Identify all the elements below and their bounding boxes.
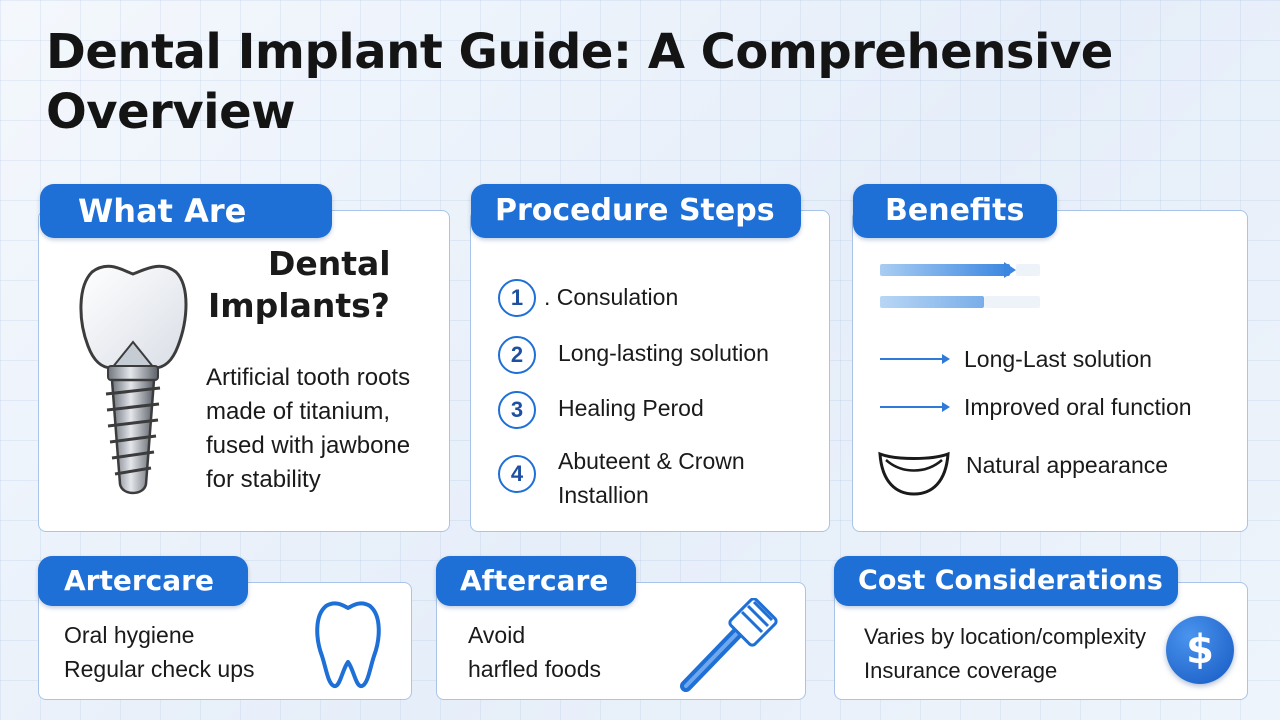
step-number-3: 3 (498, 391, 536, 429)
smile-icon (878, 451, 950, 496)
what-are-desc-line4: for stability (206, 466, 321, 493)
what-are-subtitle-line1: Dental (268, 244, 391, 283)
step-label-3: Healing Perod (558, 395, 704, 421)
cost-header: Cost Considerations (834, 556, 1178, 606)
aftercare-2-header: Aftercare (436, 556, 636, 606)
toothbrush-icon (680, 598, 778, 692)
procedure-header: Procedure Steps (471, 184, 801, 238)
what-are-card (38, 210, 450, 532)
benefit-bar-2-track (984, 296, 1040, 308)
arrow-icon (880, 402, 950, 412)
step-number-4: 4 (498, 455, 536, 493)
cost-item-1: Varies by location/complexity (864, 624, 1147, 649)
step-label-4-line1: Abuteent & Crown (558, 448, 745, 474)
what-are-desc-line1: Artificial tooth roots (206, 364, 411, 391)
benefit-item-3: Natural appearance (966, 452, 1169, 478)
step-label-1: . Consulation (544, 284, 679, 310)
arrow-icon (880, 354, 950, 364)
aftercare-1-item-2: Regular check ups (64, 656, 255, 682)
step-label-4-line2: Installion (558, 482, 649, 508)
dollar-sign: $ (1186, 627, 1214, 673)
aftercare-1-item-1: Oral hygiene (64, 622, 195, 648)
aftercare-2-item-1: Avoid (468, 622, 526, 648)
what-are-desc-line2: made of titanium, (206, 398, 391, 425)
dental-implant-icon (79, 264, 188, 495)
benefit-item-1: Long-Last solution (964, 346, 1152, 372)
benefit-bar-2 (880, 296, 984, 308)
benefit-bar-arrow (1004, 262, 1016, 278)
benefits-header: Benefits (853, 184, 1057, 238)
tooth-outline-icon (315, 601, 381, 689)
benefit-item-2: Improved oral function (964, 394, 1192, 420)
aftercare-1-header: Artercare (38, 556, 248, 606)
benefit-bar-1 (880, 264, 1010, 276)
aftercare-2-item-2: harfled foods (468, 656, 601, 682)
cost-item-2: Insurance coverage (864, 658, 1058, 683)
benefit-bar-1-track (1016, 264, 1040, 276)
step-number-2: 2 (498, 336, 536, 374)
what-are-subtitle-line2: Implants? (208, 286, 390, 325)
step-label-2: Long-lasting solution (558, 340, 769, 366)
step-number-1: 1 (498, 279, 536, 317)
page-title: Dental Implant Guide: A Comprehensive Ov… (46, 24, 1113, 140)
what-are-desc-line3: fused with jawbone (206, 432, 411, 459)
what-are-header: What Are (40, 184, 332, 238)
dollar-coin-icon: $ (1166, 616, 1234, 684)
